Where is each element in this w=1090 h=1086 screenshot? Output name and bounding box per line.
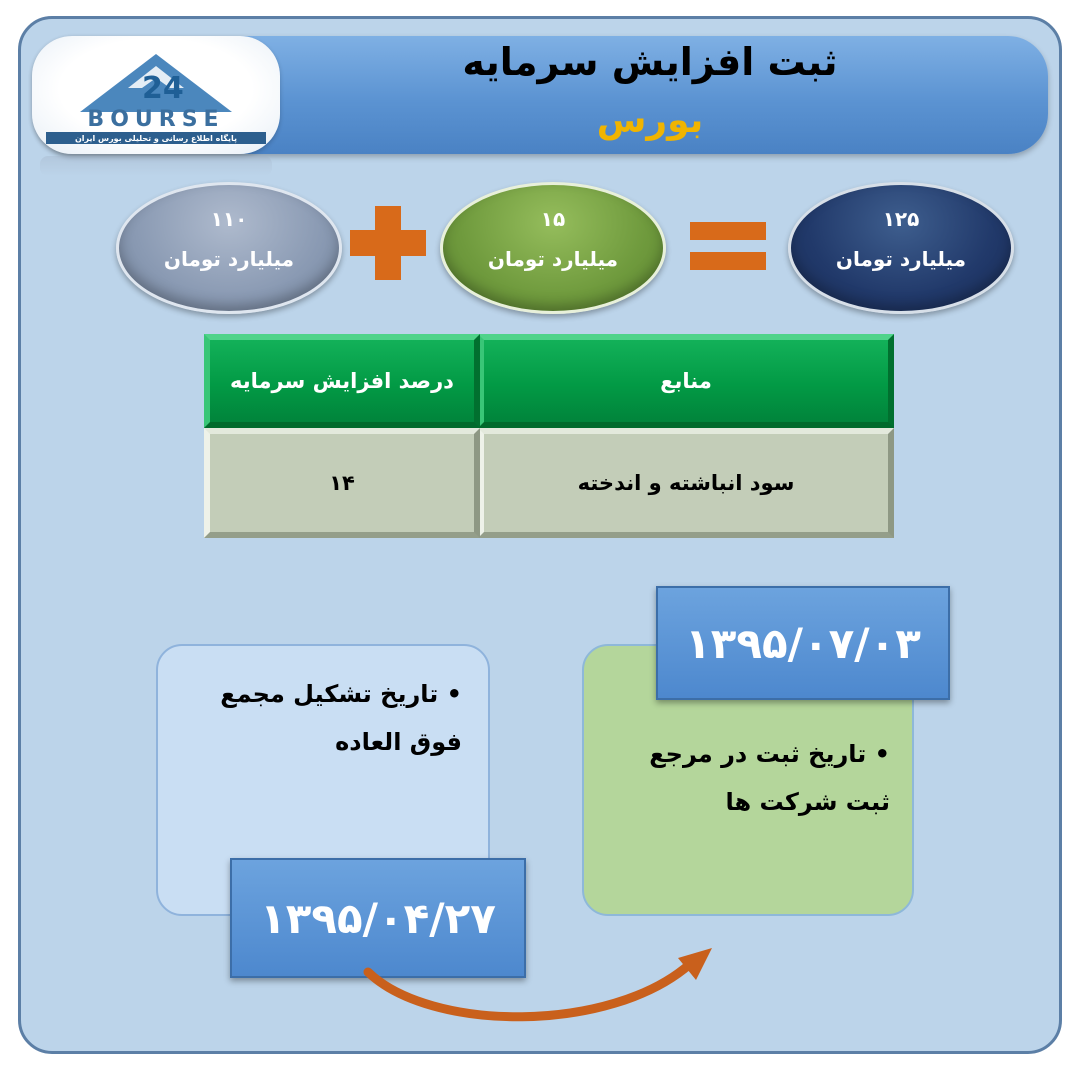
- equals-bottom-bar: [690, 252, 766, 270]
- timeline-arrow-icon: [363, 948, 712, 1022]
- logo-graphic: 24 BOURSE پایگاه اطلاع رسانی و تحلیلی بو…: [46, 54, 266, 144]
- equals-top-bar: [690, 222, 766, 240]
- previous-capital-unit: میلیارد تومان: [163, 247, 295, 271]
- increase-amount-oval: ۱۵ میلیارد تومان: [440, 182, 666, 314]
- table-header-percent: درصد افزایش سرمایه: [204, 334, 480, 428]
- new-capital-value: ۱۲۵: [882, 207, 920, 231]
- registration-date-badge: ۱۳۹۵/۰۷/۰۳: [656, 586, 950, 700]
- meeting-bullet: • تاریخ تشکیل مجمع فوق العاده: [220, 680, 462, 756]
- page-title: ثبت افزایش سرمایه: [462, 40, 838, 84]
- meeting-date-badge: ۱۳۹۵/۰۴/۲۷: [230, 858, 526, 978]
- logo-tagline: پایگاه اطلاع رسانی و تحلیلی بورس ایران: [75, 133, 237, 144]
- new-capital-oval: ۱۲۵ میلیارد تومان: [788, 182, 1014, 314]
- bourse24-logo: 24 BOURSE پایگاه اطلاع رسانی و تحلیلی بو…: [32, 36, 280, 154]
- increase-amount-value: ۱۵: [540, 207, 566, 231]
- logo-reflection: [40, 156, 272, 176]
- page-subtitle: بورس: [596, 100, 704, 141]
- registration-bullet: • تاریخ ثبت در مرجع ثبت شرکت ها: [649, 740, 890, 816]
- previous-capital-value: ۱۱۰: [210, 207, 248, 231]
- table-cell-percent: ۱۴: [204, 428, 480, 538]
- table-cell-source: سود انباشته و اندخته: [478, 428, 894, 538]
- meeting-label: تاریخ تشکیل مجمع فوق العاده: [220, 680, 462, 756]
- new-capital-unit: میلیارد تومان: [835, 247, 967, 271]
- increase-amount-unit: میلیارد تومان: [487, 247, 619, 271]
- logo-number: 24: [142, 71, 184, 106]
- registration-label: تاریخ ثبت در مرجع ثبت شرکت ها: [649, 740, 890, 816]
- table-header-sources: منابع: [478, 334, 894, 428]
- previous-capital-oval: ۱۱۰ میلیارد تومان: [116, 182, 342, 314]
- logo-wordmark: BOURSE: [87, 107, 224, 132]
- plus-vertical-bar: [375, 206, 401, 280]
